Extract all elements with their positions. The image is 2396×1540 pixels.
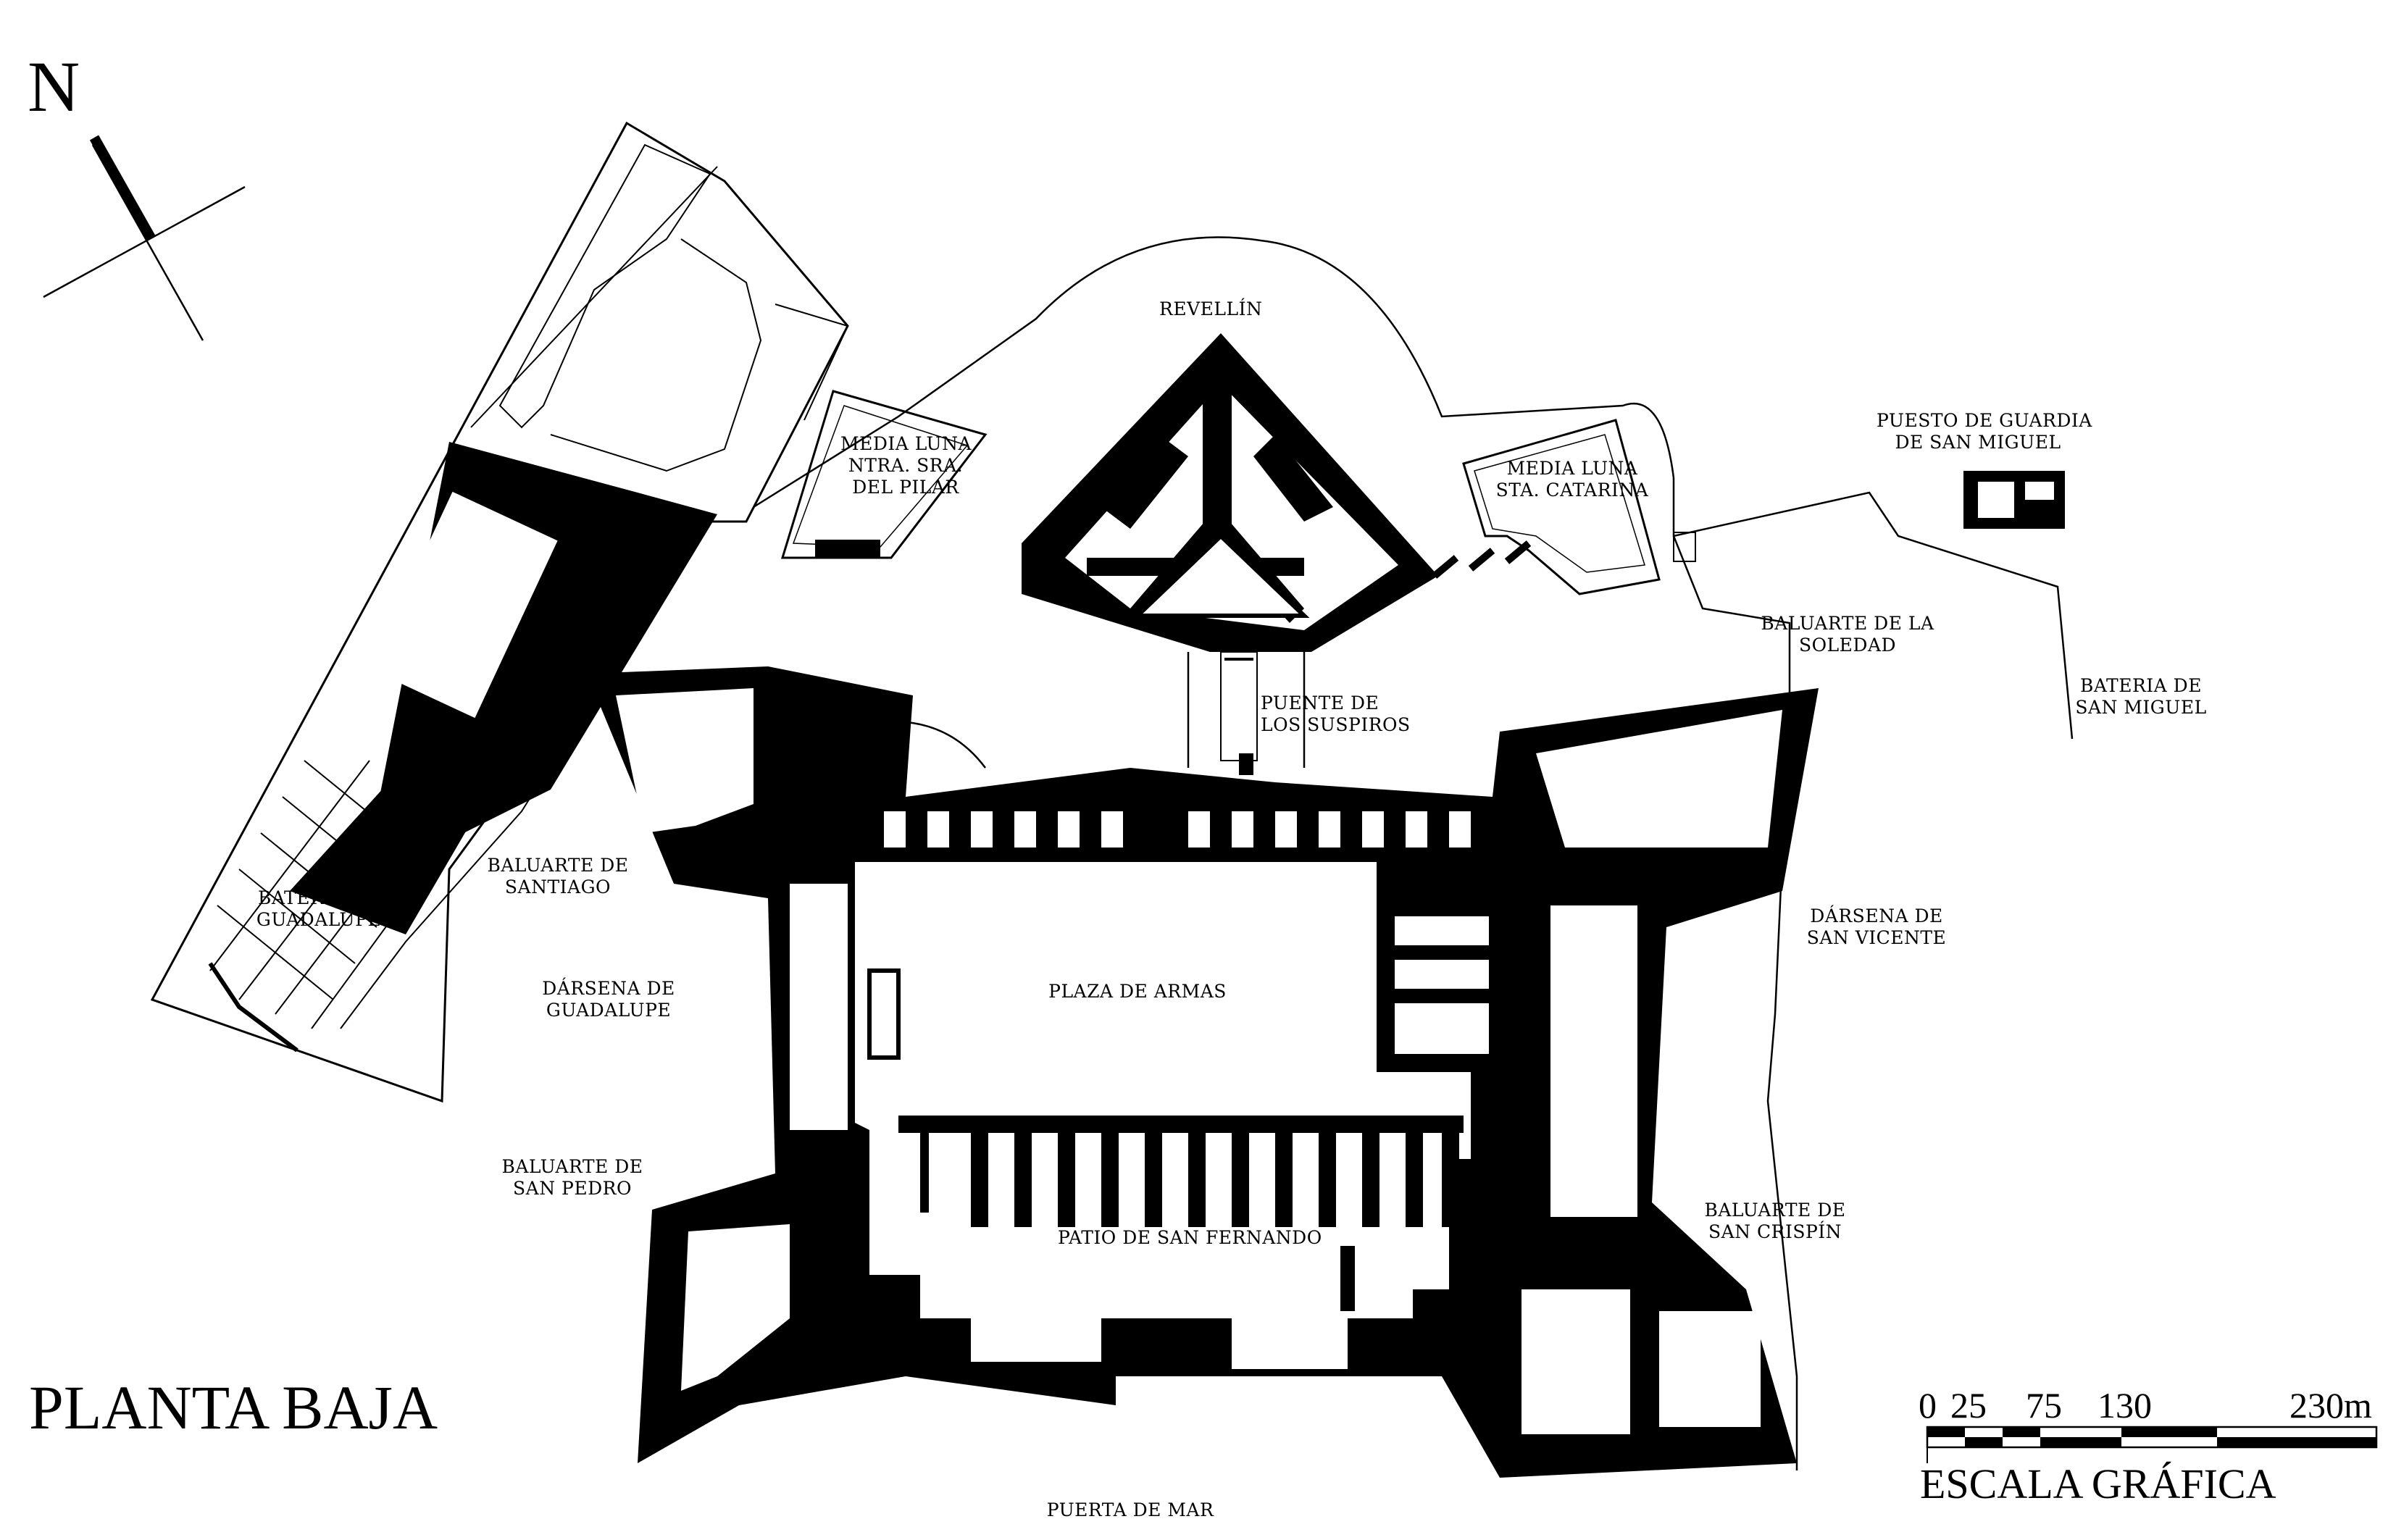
scale-caption: ESCALA GRÁFICA bbox=[1920, 1460, 2276, 1507]
puesto-guardia-san-miguel bbox=[1963, 471, 2065, 529]
label-puesto-guardia: PUESTO DE GUARDIA DE SAN MIGUEL bbox=[1877, 410, 2092, 453]
puente-suspiros bbox=[1220, 651, 1258, 775]
label-puente-suspiros: PUENTE DE LOS SUSPIROS bbox=[1261, 692, 1411, 735]
label-baluarte-soledad: BALUARTE DE LA SOLEDAD bbox=[1761, 613, 1934, 656]
scale-tick-75: 75 bbox=[2026, 1385, 2062, 1426]
label-bateria-guadalupe: BATERÍA DE GUADALUPE bbox=[256, 887, 382, 930]
scale-tick-130: 130 bbox=[2097, 1385, 2152, 1426]
scale-bar bbox=[1926, 1426, 2378, 1463]
label-darsena-guadalupe: DÁRSENA DE GUADALUPE bbox=[542, 978, 675, 1021]
scale-tick-230: 230m bbox=[2289, 1385, 2372, 1426]
scale-tick-25: 25 bbox=[1950, 1385, 1987, 1426]
scale-tick-0: 0 bbox=[1919, 1385, 1937, 1426]
media-luna-catarina bbox=[1462, 419, 1696, 595]
compass-rose bbox=[43, 135, 246, 341]
label-baluarte-santiago: BALUARTE DE SANTIAGO bbox=[487, 855, 629, 897]
label-baluarte-san-pedro: BALUARTE DE SAN PEDRO bbox=[501, 1156, 643, 1199]
label-puerta-mar: PUERTA DE MAR bbox=[1046, 1499, 1214, 1520]
main-fortress bbox=[587, 666, 1819, 1478]
label-darsena-san-vicente: DÁRSENA DE SAN VICENTE bbox=[1806, 905, 1947, 948]
revellin bbox=[1022, 333, 1532, 652]
label-bateria-san-miguel: BATERIA DE SAN MIGUEL bbox=[2075, 675, 2207, 718]
north-arrow-icon bbox=[89, 135, 156, 240]
label-patio-san-fernando: PATIO DE SAN FERNANDO bbox=[1058, 1227, 1322, 1248]
label-revellin: REVELLÍN bbox=[1159, 298, 1263, 319]
bateria-guadalupe bbox=[150, 121, 849, 1103]
north-label: N bbox=[28, 46, 80, 127]
plan-title: PLANTA BAJA bbox=[29, 1373, 438, 1442]
label-media-luna-pilar: MEDIA LUNA NTRA. SRA. DEL PILAR bbox=[840, 433, 972, 498]
label-baluarte-san-crispin: BALUARTE DE SAN CRISPÍN bbox=[1704, 1200, 1846, 1242]
label-media-luna-catarina: MEDIA LUNA STA. CATARINA bbox=[1495, 458, 1649, 501]
label-plaza-armas: PLAZA DE ARMAS bbox=[1048, 981, 1227, 1002]
media-luna-pilar bbox=[780, 390, 988, 559]
